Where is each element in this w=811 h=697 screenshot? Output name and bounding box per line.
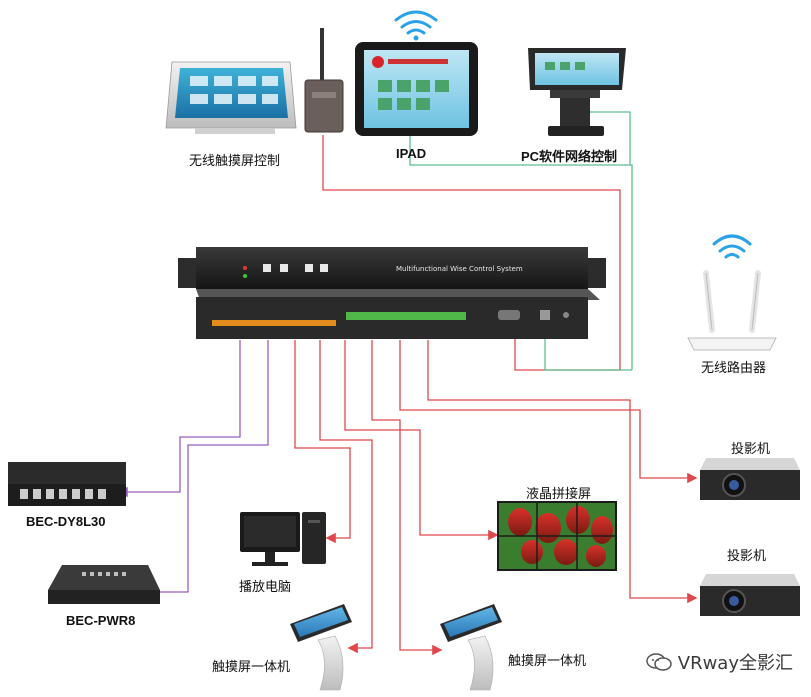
label-wireless-touch: 无线触摸屏控制	[189, 154, 281, 169]
link-to-projector-2	[427, 340, 698, 604]
projector-2	[700, 574, 800, 616]
label-projector-1: 投影机	[731, 442, 771, 457]
control-system-device	[178, 247, 606, 339]
wireless-gateway	[304, 28, 344, 133]
link-router-to-device	[544, 325, 632, 371]
label-projector-2: 投影机	[727, 549, 767, 564]
label-pc-control: PC软件网络控制	[521, 149, 618, 164]
label-lcd-wall: 液晶拼接屏	[526, 487, 592, 502]
device-title: Multifunctional Wise Control System	[396, 265, 523, 273]
label-ipad: IPAD	[396, 146, 427, 161]
link-to-bec-dy8l30	[117, 340, 241, 498]
label-touch-kiosk-1: 触摸屏一体机	[212, 660, 291, 675]
link-ipad-pc-to-router	[409, 135, 633, 370]
link-to-bec-pwr8	[147, 340, 269, 598]
link-to-lcd-wall	[344, 340, 499, 541]
label-touch-kiosk-2: 触摸屏一体机	[508, 654, 587, 669]
bec-pwr8-device	[48, 565, 160, 604]
ipad-device	[355, 42, 478, 136]
wireless-touch-panel	[165, 61, 297, 134]
wifi-icon	[394, 10, 438, 41]
watermark: VRway全影汇	[646, 649, 793, 675]
wireless-router	[687, 234, 777, 351]
link-to-kiosk-1	[319, 340, 373, 654]
label-bec-dy8l30: BEC-DY8L30	[26, 514, 106, 529]
projector-1	[700, 458, 800, 500]
connection-lines	[117, 111, 698, 656]
touch-kiosk-1	[290, 604, 352, 691]
link-to-player-pc	[294, 340, 351, 544]
wechat-logo-icon	[646, 653, 672, 671]
label-wireless-router: 无线路由器	[701, 361, 767, 376]
link-to-kiosk-2	[371, 340, 443, 656]
label-bec-pwr8: BEC-PWR8	[66, 613, 136, 628]
watermark-text: VRway全影汇	[677, 653, 793, 674]
bec-dy8l30-device	[8, 462, 126, 506]
touch-kiosk-2	[440, 604, 502, 691]
pc-terminal	[528, 48, 626, 136]
lcd-video-wall	[497, 501, 617, 571]
link-to-projector-1	[399, 340, 698, 484]
label-player-pc: 播放电脑	[239, 580, 292, 595]
link-gateway-to-device	[322, 135, 621, 371]
player-pc	[240, 512, 326, 566]
